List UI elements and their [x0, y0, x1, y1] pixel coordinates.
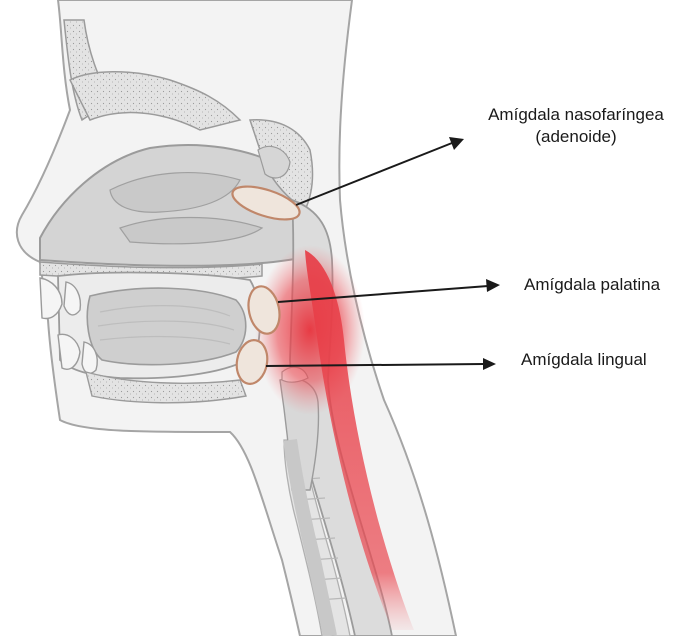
label-palatine-tonsil: Amígdala palatina [524, 274, 660, 296]
label-adenoid-line1: Amígdala nasofaríngea [476, 104, 676, 126]
label-lingual-tonsil: Amígdala lingual [521, 349, 647, 371]
label-adenoid-line2: (adenoide) [476, 126, 676, 148]
label-nasopharyngeal-tonsil: Amígdala nasofaríngea (adenoide) [476, 104, 676, 148]
